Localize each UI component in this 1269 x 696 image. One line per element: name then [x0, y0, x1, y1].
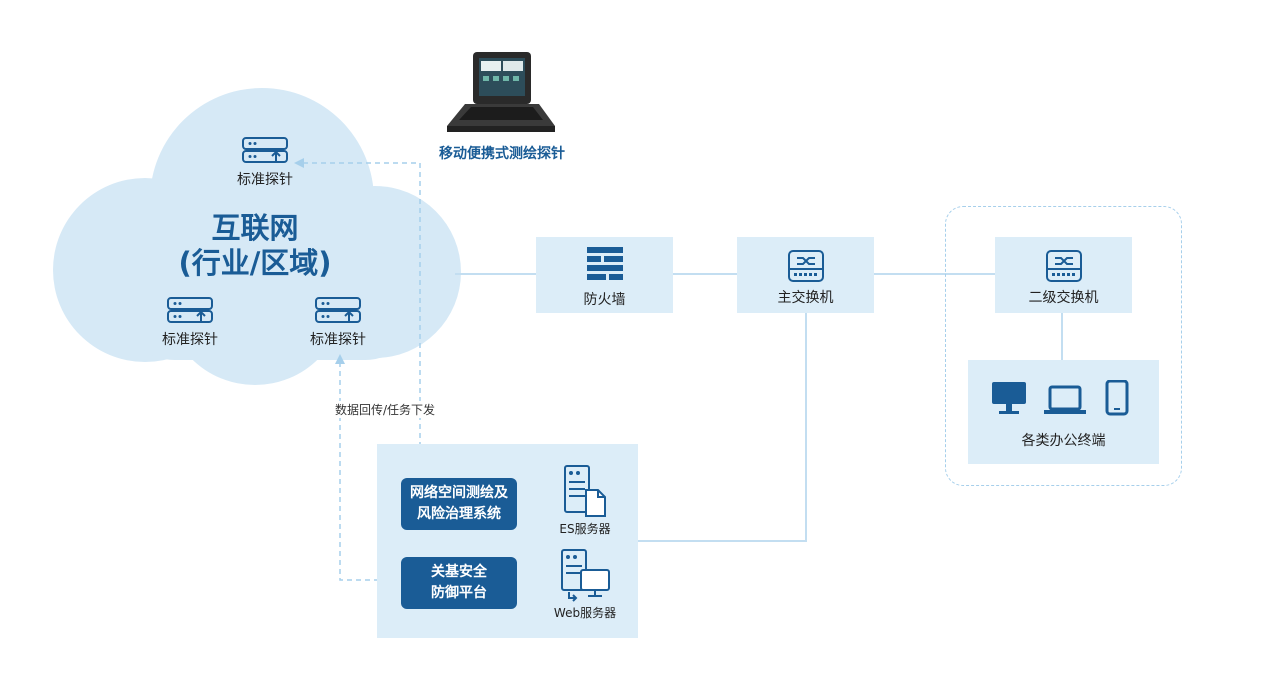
mapping-system-line2: 风险治理系统 — [417, 506, 501, 522]
main-switch-label: 主交换机 — [777, 290, 834, 306]
es-server-label: ES服务器 — [559, 522, 611, 536]
firewall-label: 防火墙 — [583, 292, 626, 308]
server-probe-icon — [167, 297, 213, 323]
desktop-icon — [992, 382, 1026, 414]
terminals-label: 各类办公终端 — [1021, 433, 1106, 449]
switch-icon — [787, 250, 824, 282]
defense-platform-line1: 关基安全 — [431, 564, 487, 580]
terminal-devices-icons — [992, 380, 1129, 416]
dashed-flow-bottom — [339, 362, 392, 581]
flow-label: 数据回传/任务下发 — [305, 401, 465, 418]
cloud-shape — [53, 88, 461, 385]
rugged-laptop-image — [447, 52, 555, 132]
portable-probe-label: 移动便携式测绘探针 — [439, 146, 565, 162]
laptop-icon — [1044, 385, 1086, 414]
link-main-switch-servers — [638, 313, 807, 542]
firewall-node: 防火墙 — [536, 237, 673, 313]
probe-label: 标准探针 — [310, 332, 366, 348]
web-server: Web服务器 — [540, 548, 630, 621]
web-server-icon — [561, 549, 610, 602]
phone-icon — [1105, 380, 1129, 416]
switch-icon — [1045, 250, 1082, 282]
es-server-icon — [564, 465, 606, 517]
main-switch-node: 主交换机 — [737, 237, 874, 313]
probe-label: 标准探针 — [237, 172, 293, 188]
office-terminals-node: 各类办公终端 — [968, 360, 1159, 464]
standard-probe-left: 标准探针 — [140, 296, 240, 349]
mapping-system-line1: 网络空间测绘及 — [410, 485, 508, 501]
defense-platform-line2: 防御平台 — [431, 585, 487, 601]
web-server-label: Web服务器 — [553, 606, 617, 620]
standard-probe-top: 标准探针 — [215, 136, 315, 189]
standard-probe-right: 标准探针 — [288, 296, 388, 349]
server-probe-icon — [242, 137, 288, 163]
office-network-region — [945, 206, 1182, 486]
es-server: ES服务器 — [540, 464, 630, 537]
secondary-switch-label: 二级交换机 — [1028, 290, 1099, 306]
firewall-icon — [586, 247, 623, 280]
probe-label: 标准探针 — [162, 332, 218, 348]
dashed-flow-top — [303, 162, 421, 468]
secondary-switch-node: 二级交换机 — [995, 237, 1132, 313]
cloud-title: 互联网 — [211, 211, 299, 245]
arrow-to-top-probe — [294, 158, 304, 168]
arrow-to-right-probe — [335, 354, 345, 364]
server-probe-icon — [315, 297, 361, 323]
mapping-system-button[interactable]: 网络空间测绘及 风险治理系统 — [401, 478, 517, 530]
cloud-subtitle: (行业/区域) — [178, 246, 332, 280]
platform-panel: 网络空间测绘及 风险治理系统 关基安全 防御平台 ES服务器 — [377, 444, 638, 638]
defense-platform-button[interactable]: 关基安全 防御平台 — [401, 557, 517, 609]
